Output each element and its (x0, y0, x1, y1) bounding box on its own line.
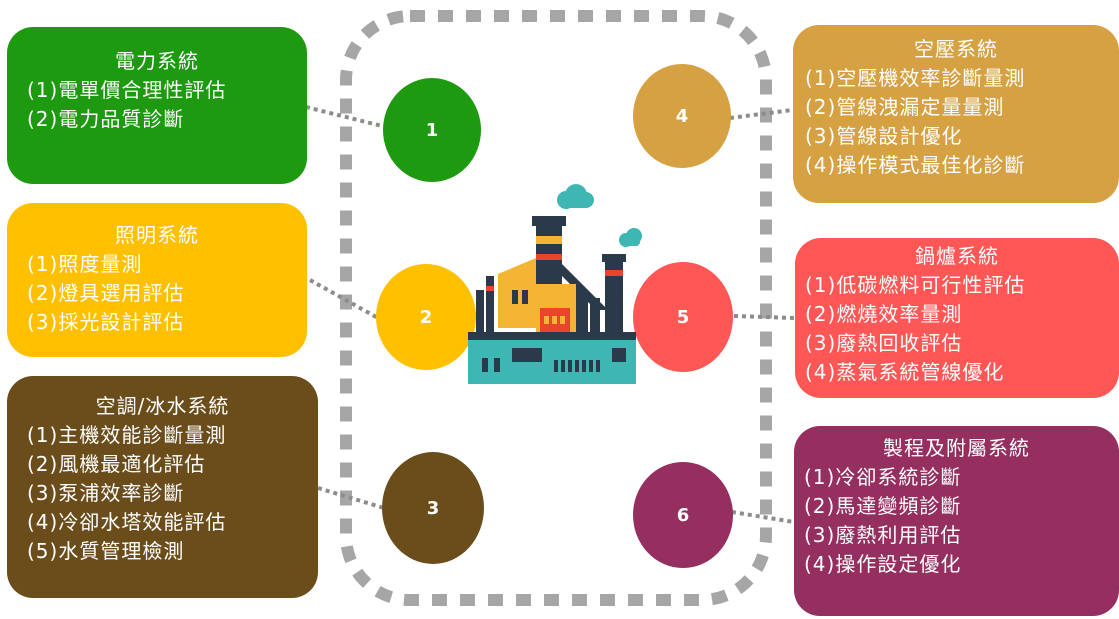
system-title: 空壓系統 (914, 37, 998, 61)
system-item: (2)風機最適化評估 (27, 452, 206, 476)
system-item: (1)電單價合理性評估 (27, 78, 227, 102)
system-item: (1)低碳燃料可行性評估 (805, 273, 1026, 297)
system-title: 照明系統 (115, 223, 199, 247)
connector-4 (729, 108, 793, 120)
circle-2: 2 (376, 264, 476, 370)
system-item: (4)操作設定優化 (804, 552, 962, 576)
system-box-hvac: 空調/冰水系統 (1)主機效能診斷量測 (2)風機最適化評估 (3)泵浦效率診斷… (7, 376, 318, 598)
system-box-process: 製程及附屬系統 (1)冷卻系統診斷 (2)馬達變頻診斷 (3)廢熱利用評估 (4… (794, 426, 1119, 616)
circle-4: 4 (633, 64, 731, 168)
system-title: 製程及附屬系統 (883, 436, 1030, 460)
circle-6: 6 (633, 462, 733, 568)
system-box-power: 電力系統 (1)電單價合理性評估 (2)電力品質診斷 (7, 27, 307, 184)
system-item: (5)水質管理檢測 (27, 539, 185, 563)
circle-1: 1 (383, 78, 481, 182)
system-item: (3)泵浦效率診斷 (27, 481, 185, 505)
system-item: (3)廢熱回收評估 (805, 331, 963, 355)
system-title: 空調/冰水系統 (95, 394, 230, 418)
system-item: (2)電力品質診斷 (27, 107, 185, 131)
system-title: 電力系統 (115, 49, 199, 73)
system-box-lighting: 照明系統 (1)照度量測 (2)燈具選用評估 (3)採光設計評估 (7, 203, 307, 357)
system-box-air-compressor: 空壓系統 (1)空壓機效率診斷量測 (2)管線洩漏定量量測 (3)管線設計優化 … (793, 25, 1119, 203)
dashed-frame (340, 10, 772, 606)
system-item: (4)操作模式最佳化診斷 (805, 153, 1026, 177)
system-item: (2)燈具選用評估 (27, 281, 185, 305)
circle-3: 3 (382, 452, 484, 564)
system-item: (4)蒸氣系統管線優化 (805, 360, 1005, 384)
system-box-boiler: 鍋爐系統 (1)低碳燃料可行性評估 (2)燃燒效率量測 (3)廢熱回收評估 (4… (795, 238, 1119, 398)
system-item: (1)照度量測 (27, 252, 143, 276)
system-item: (3)採光設計評估 (27, 310, 185, 334)
system-item: (3)管線設計優化 (805, 124, 963, 148)
connector-5 (733, 314, 796, 320)
system-item: (1)空壓機效率診斷量測 (805, 66, 1026, 90)
system-item: (2)馬達變頻診斷 (804, 494, 962, 518)
system-item: (2)燃燒效率量測 (805, 302, 963, 326)
connector-3 (317, 486, 385, 510)
system-item: (4)冷卻水塔效能評估 (27, 510, 227, 534)
system-item: (1)主機效能診斷量測 (27, 423, 227, 447)
connector-6 (731, 510, 795, 524)
circle-5: 5 (633, 262, 733, 372)
system-item: (2)管線洩漏定量量測 (805, 95, 1005, 119)
connector-2 (309, 278, 379, 320)
system-item: (3)廢熱利用評估 (804, 523, 962, 547)
connector-1 (305, 105, 387, 129)
system-title: 鍋爐系統 (915, 244, 999, 268)
factory-icon (468, 184, 642, 384)
system-item: (1)冷卻系統診斷 (804, 465, 962, 489)
